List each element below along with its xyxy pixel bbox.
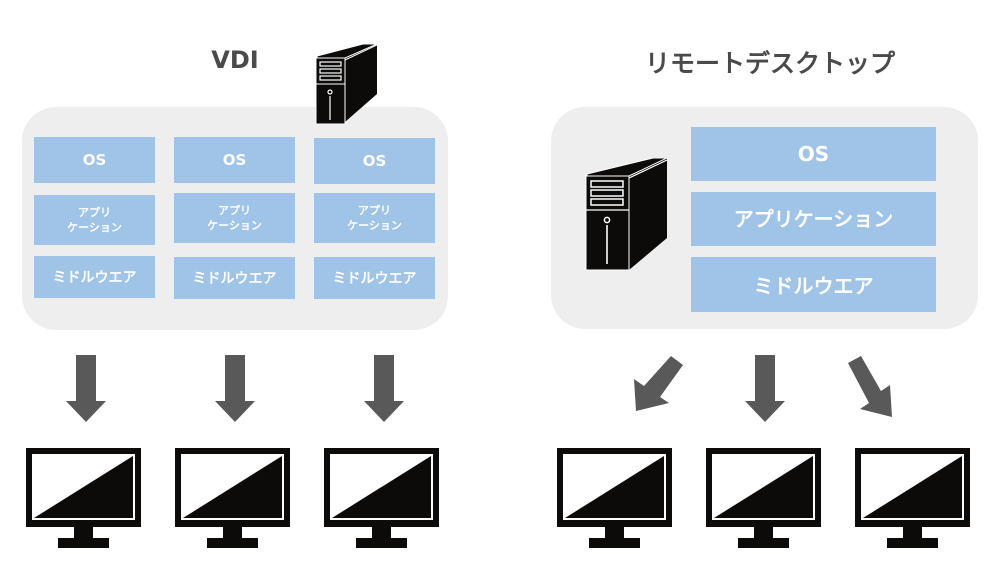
server-icon	[315, 44, 377, 125]
vm3-app-line1: アプリ	[358, 204, 391, 217]
arrow-down-icon	[215, 355, 255, 422]
vm2-os-box: OS	[174, 137, 295, 183]
rd-arrow-left	[634, 356, 683, 411]
vm2-middleware-box: ミドルウエア	[174, 257, 295, 299]
vm2-app-line1: アプリ	[218, 204, 251, 217]
arrow-down-icon	[364, 355, 404, 422]
server-icon	[585, 158, 667, 271]
vm3-application-box: アプリ ケーション	[314, 193, 435, 243]
rd-client-monitor-2	[706, 448, 821, 548]
vdi-title: VDI	[211, 46, 259, 74]
vdi-client-monitor-2	[175, 448, 290, 548]
vm1-middleware-box: ミドルウエア	[34, 256, 155, 298]
vm3-app-line2: ケーション	[347, 219, 402, 232]
remote-desktop-title: リモートデスクトップ	[644, 49, 895, 78]
vm3-middleware-box: ミドルウエア	[314, 257, 435, 299]
arrow-down-icon	[745, 355, 785, 422]
rd-arrow-down	[745, 355, 785, 422]
rd-application-box: アプリケーション	[691, 192, 936, 246]
vm3-os-box: OS	[314, 138, 435, 184]
vm2-application-box: アプリ ケーション	[174, 193, 295, 243]
vm2-app-line2: ケーション	[207, 219, 262, 232]
rd-middleware-box: ミドルウエア	[691, 257, 936, 312]
vdi-arrow-1	[66, 355, 106, 422]
vm1-app-line2: ケーション	[67, 221, 122, 234]
rd-client-monitor-1	[557, 448, 672, 548]
vm1-os-box: OS	[34, 137, 155, 183]
rd-client-monitor-3	[855, 448, 970, 548]
arrow-down-left-icon	[634, 356, 683, 411]
vdi-client-monitor-1	[26, 448, 141, 548]
vdi-client-monitor-3	[324, 448, 439, 548]
arrow-down-icon	[66, 355, 106, 422]
vdi-arrow-2	[215, 355, 255, 422]
vm1-application-box: アプリ ケーション	[34, 195, 155, 245]
vdi-arrow-3	[364, 355, 404, 422]
rd-arrow-right	[848, 356, 892, 417]
rd-os-box: OS	[691, 127, 936, 181]
vm1-app-line1: アプリ	[78, 206, 111, 219]
arrow-down-right-icon	[848, 356, 892, 417]
